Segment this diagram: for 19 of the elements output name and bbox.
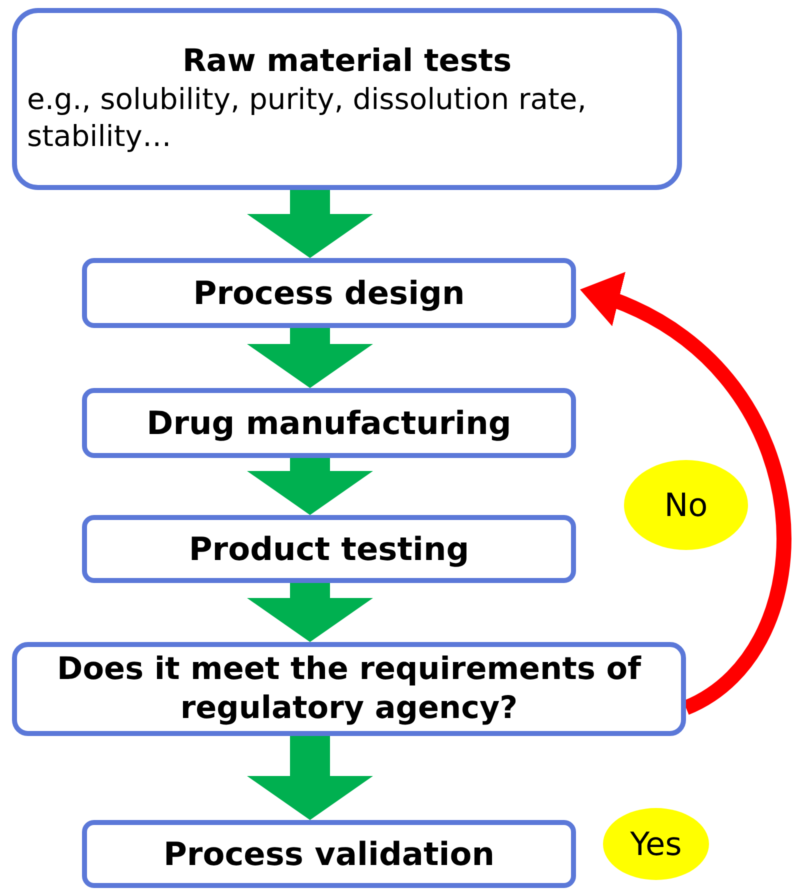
process-box <box>82 388 576 458</box>
process-box <box>82 258 576 328</box>
step-title: Process design <box>193 273 465 313</box>
step-title: Drug manufacturing <box>146 403 512 443</box>
step-title: Does it meet the requirements of regulatory agency? <box>56 650 642 728</box>
process-box <box>12 8 682 190</box>
arrow <box>247 736 373 820</box>
process-box <box>12 642 686 736</box>
arrow <box>247 583 373 642</box>
process-box <box>82 515 576 583</box>
arrow <box>247 328 373 388</box>
step-title: Product testing <box>188 529 470 569</box>
arrow <box>247 190 373 258</box>
step-title: Process validation <box>163 834 495 874</box>
step-title: Raw material tests <box>182 42 512 81</box>
answer-label: Yes <box>630 825 682 863</box>
process-box <box>82 820 576 888</box>
step-description: e.g., solubility, purity, dissolution rate, stability… <box>27 80 588 156</box>
arrow <box>247 458 373 515</box>
